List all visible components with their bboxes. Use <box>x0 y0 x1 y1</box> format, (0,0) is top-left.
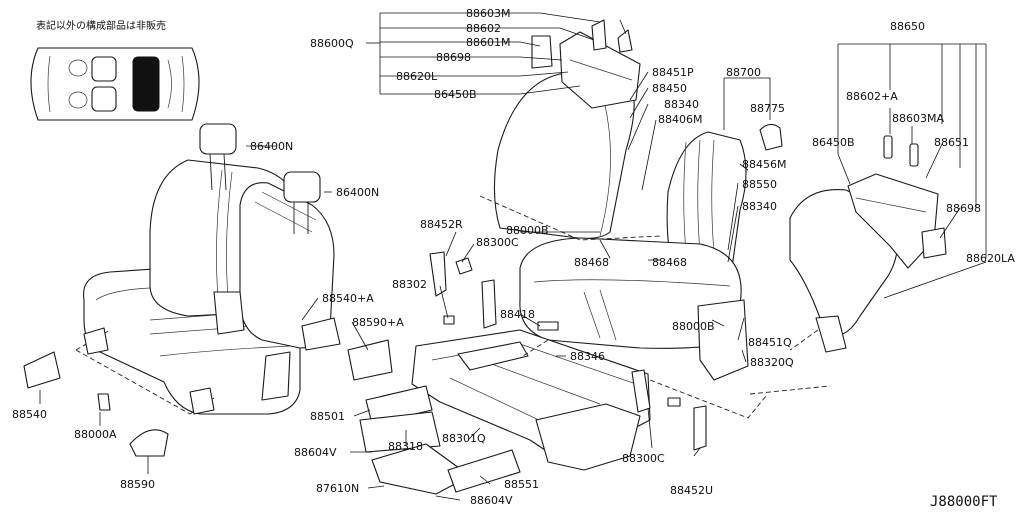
label-88775: 88775 <box>750 102 785 115</box>
headrest-left <box>199 123 237 155</box>
seat-frame-88301Q <box>411 329 651 471</box>
label-88468-b: 88468 <box>652 256 687 269</box>
cover-88540A <box>301 317 341 351</box>
rail-88551 <box>447 449 521 493</box>
label-88603MA: 88603MA <box>892 112 944 125</box>
label-88300C-a: 88300C <box>476 236 519 249</box>
pin-88775 <box>759 123 783 151</box>
label-88406M: 88406M <box>658 113 702 126</box>
label-86450B-left: 86450B <box>434 88 477 101</box>
label-88300C-b: 88300C <box>622 452 665 465</box>
third-row-seatback-left <box>493 19 641 239</box>
label-88590: 88590 <box>120 478 155 491</box>
small-parts-center <box>23 251 707 495</box>
note-text: 表記以外の構成部品は非販売 <box>36 19 166 32</box>
second-row-seat-assembly <box>82 123 335 415</box>
label-88451Q: 88451Q <box>748 336 792 349</box>
label-88501: 88501 <box>310 410 345 423</box>
label-88346: 88346 <box>570 350 605 363</box>
label-88000A: 88000A <box>74 428 117 441</box>
label-86400N-b: 86400N <box>336 186 379 199</box>
third-row-seatback-right <box>789 135 947 353</box>
label-88452R: 88452R <box>420 218 463 231</box>
label-88540A: 88540+A <box>322 292 374 305</box>
label-86400N-a: 86400N <box>250 140 293 153</box>
leader-lines <box>39 12 987 501</box>
cover-88501 <box>365 385 433 425</box>
label-88450: 88450 <box>652 82 687 95</box>
part-labels: 88603M 88602 88601M 88600Q 88698 88620L … <box>12 7 1015 507</box>
label-88604V-a: 88604V <box>294 446 337 459</box>
label-87610N: 87610N <box>316 482 359 495</box>
label-88452U: 88452U <box>670 484 713 497</box>
label-88000B-a: 88000B <box>506 224 549 237</box>
label-88320Q: 88320Q <box>750 356 794 369</box>
label-88650: 88650 <box>890 20 925 33</box>
label-88318: 88318 <box>388 440 423 453</box>
label-88651: 88651 <box>934 136 969 149</box>
label-88418: 88418 <box>500 308 535 321</box>
label-88620LA: 88620LA <box>966 252 1015 265</box>
third-row-cushion <box>519 237 749 381</box>
headrest-right <box>283 171 321 203</box>
label-88700: 88700 <box>726 66 761 79</box>
label-88551: 88551 <box>504 478 539 491</box>
side-cover-88320Q <box>697 299 749 381</box>
label-88602: 88602 <box>466 22 501 35</box>
label-88590A: 88590+A <box>352 316 404 329</box>
figure-code: J88000FT <box>930 494 998 510</box>
label-88550: 88550 <box>742 178 777 191</box>
cover-88590 <box>129 429 169 457</box>
bracket-88452R <box>429 251 447 297</box>
highlighted-seat-marker <box>132 56 160 112</box>
label-88602A: 88602+A <box>846 90 898 103</box>
label-88000B-b: 88000B <box>672 320 715 333</box>
label-88698-left: 88698 <box>436 51 471 64</box>
vehicle-location-inset <box>30 47 200 121</box>
plate-88318 <box>359 411 441 453</box>
label-88604V-b: 88604V <box>470 494 513 507</box>
label-88601M: 88601M <box>466 36 510 49</box>
label-88603M: 88603M <box>466 7 510 20</box>
label-88468-a: 88468 <box>574 256 609 269</box>
cover-88590A <box>347 339 393 381</box>
label-88301Q: 88301Q <box>442 432 486 445</box>
cover-88540 <box>23 351 61 389</box>
label-88302: 88302 <box>392 278 427 291</box>
label-88600Q: 88600Q <box>310 37 354 50</box>
label-88340-a: 88340 <box>664 98 699 111</box>
bracket-88452U <box>693 405 707 451</box>
label-88698-right: 88698 <box>946 202 981 215</box>
label-88620L: 88620L <box>396 70 438 83</box>
rear-seat-boundary <box>479 195 767 419</box>
lock-bracket-88601M <box>531 35 553 69</box>
label-88456M: 88456M <box>742 158 786 171</box>
latch-88698-right <box>921 227 947 259</box>
label-88451P: 88451P <box>652 66 694 79</box>
label-86450B-right: 86450B <box>812 136 855 149</box>
label-88340-b: 88340 <box>742 200 777 213</box>
label-88540: 88540 <box>12 408 47 421</box>
